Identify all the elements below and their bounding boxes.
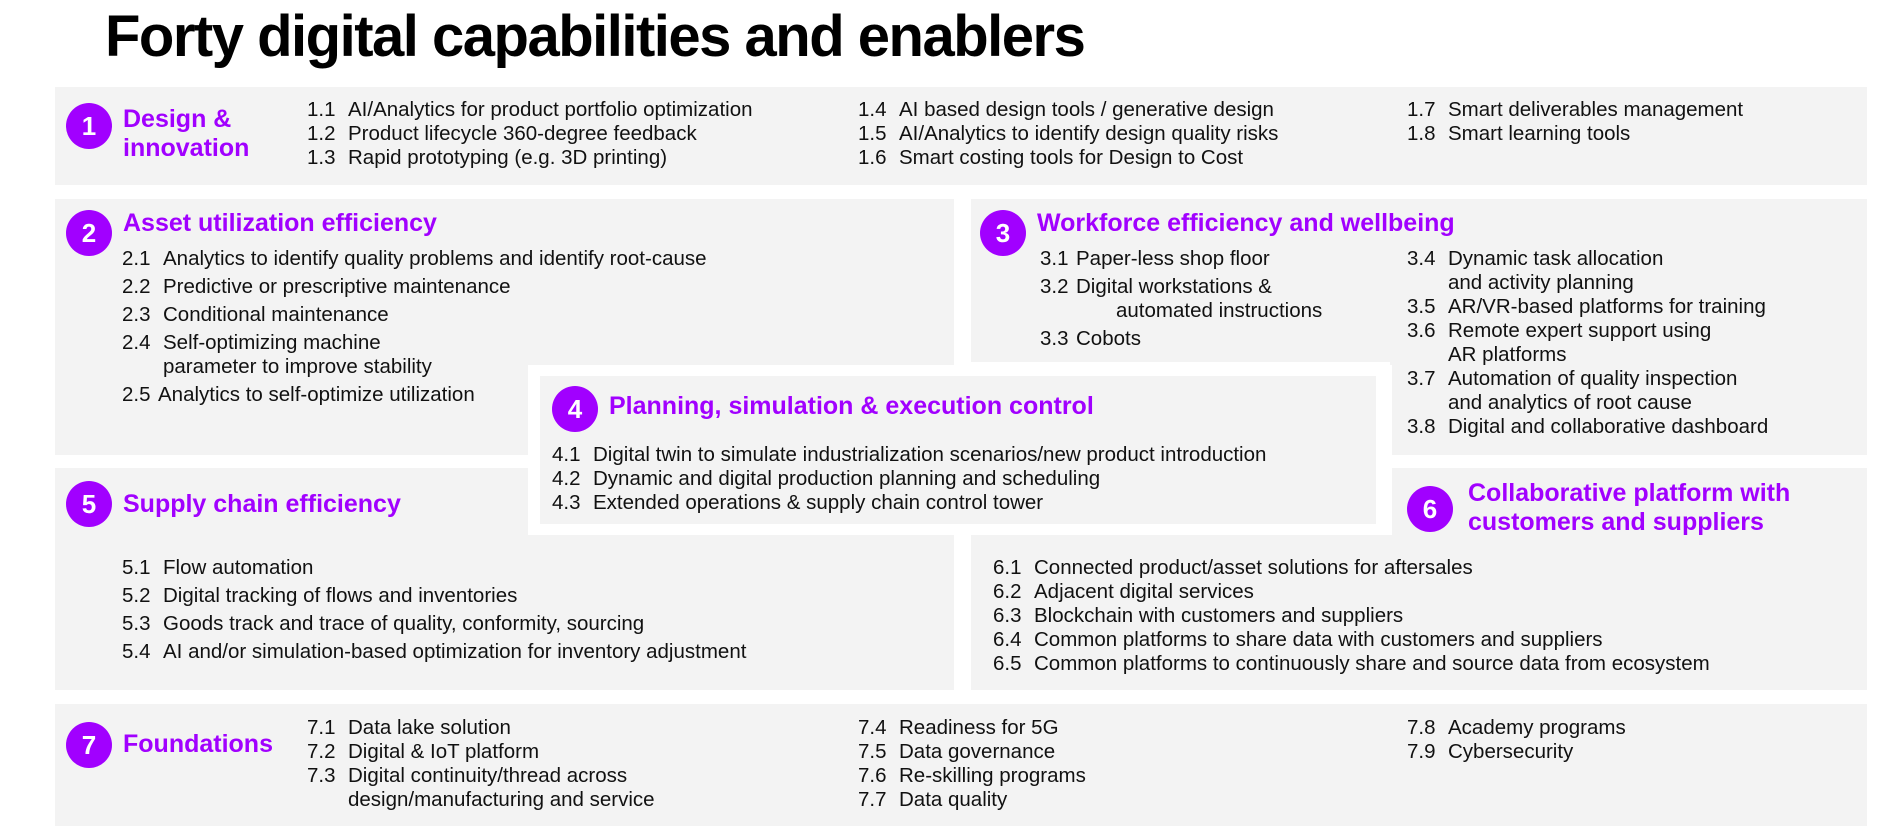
panel-workforce-right — [1390, 362, 1867, 455]
section-number-badge: 7 — [66, 722, 112, 768]
section-number-badge: 1 — [66, 103, 112, 149]
section-number-badge: 2 — [66, 210, 112, 256]
section-number-badge: 3 — [980, 210, 1026, 256]
panel-design-innovation — [55, 87, 1867, 185]
section-title-supply-chain: Supply chain efficiency — [123, 490, 401, 518]
panel-foundations — [55, 704, 1867, 826]
panel-workforce — [971, 199, 1867, 362]
section-number-badge: 6 — [1407, 486, 1453, 532]
section-title-design-innovation: Design & innovation — [123, 105, 250, 162]
section-title-planning: Planning, simulation & execution control — [609, 392, 1094, 420]
section-number-badge: 4 — [552, 386, 598, 432]
panel-planning — [540, 376, 1376, 524]
section-title-foundations: Foundations — [123, 730, 273, 758]
section-title-workforce: Workforce efficiency and wellbeing — [1037, 209, 1455, 237]
section-number-badge: 5 — [66, 481, 112, 527]
section-title-asset-utilization: Asset utilization efficiency — [123, 209, 437, 237]
section-title-collaborative: Collaborative platform with customers an… — [1468, 479, 1791, 536]
page-title: Forty digital capabilities and enablers — [105, 4, 1086, 69]
